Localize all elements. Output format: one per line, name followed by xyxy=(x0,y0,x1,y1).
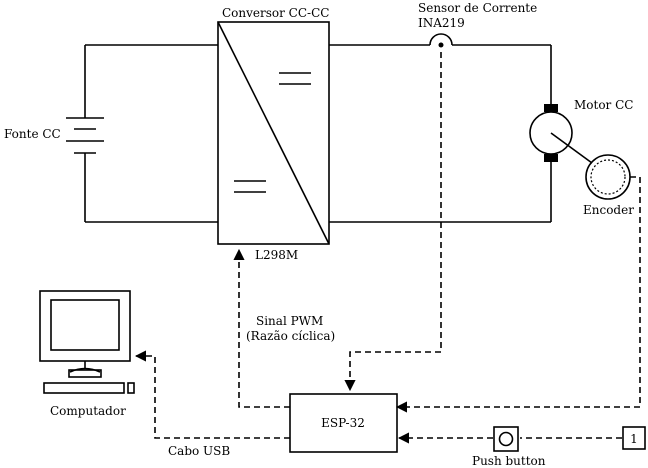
current-sensor-icon xyxy=(429,33,453,48)
push-button-icon xyxy=(493,426,519,452)
motor-label: Motor CC xyxy=(574,98,633,112)
converter-label: Conversor CC-CC xyxy=(222,6,329,20)
input-box xyxy=(622,426,646,450)
pwm-label: Sinal PWM xyxy=(256,314,323,328)
dc-source-label: Fonte CC xyxy=(4,127,61,141)
computer-icon xyxy=(39,290,135,394)
esp32-block xyxy=(289,393,398,453)
current-sensor-label: Sensor de Corrente xyxy=(418,1,537,15)
input-value: 1 xyxy=(630,432,638,446)
usb-label: Cabo USB xyxy=(168,444,230,458)
power-wiring xyxy=(84,44,552,223)
driver-label: L298M xyxy=(255,248,298,262)
computer-label: Computador xyxy=(50,404,126,418)
signal-lines xyxy=(134,52,641,444)
current-sensor-model: INA219 xyxy=(418,16,465,30)
motor-icon xyxy=(529,104,593,164)
battery-icon xyxy=(66,117,104,154)
encoder-icon xyxy=(585,154,631,200)
converter-block xyxy=(217,21,330,245)
push-button-label: Push button xyxy=(472,454,546,468)
esp32-label: ESP-32 xyxy=(321,416,365,430)
encoder-label: Encoder xyxy=(583,203,634,217)
pwm-sublabel: (Razão cíclica) xyxy=(246,329,335,343)
